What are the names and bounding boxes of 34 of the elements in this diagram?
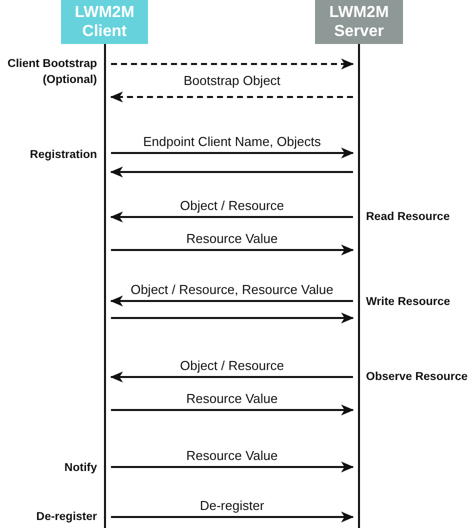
phase-label: Client Bootstrap (Optional)	[6, 57, 97, 88]
phase-label: Notify	[63, 461, 97, 476]
message-arrow	[111, 462, 354, 472]
message-arrow	[111, 244, 354, 256]
message-label: Resource Value	[186, 231, 278, 247]
lifeline	[104, 44, 106, 528]
phase-label: Write Resource	[366, 295, 452, 310]
phase-label: Read Resource	[366, 210, 451, 225]
message-arrow	[111, 58, 354, 70]
message-arrow	[111, 512, 354, 522]
phase-label: Observe Resource	[366, 370, 469, 385]
message-arrow	[110, 296, 353, 306]
message-arrow	[111, 404, 354, 416]
participant-name: LWM2M Client	[74, 3, 136, 41]
phase-label: De-register	[35, 510, 97, 525]
participant-name: LWM2M Server	[328, 3, 390, 41]
message-label: Resource Value	[186, 391, 278, 407]
message-label: Endpoint Client Name, Objects	[143, 134, 321, 150]
message-label: Bootstrap Object	[184, 73, 280, 89]
participant-box	[61, 0, 148, 44]
message-arrow	[110, 92, 353, 102]
message-arrow	[111, 312, 354, 324]
message-arrow	[110, 212, 353, 222]
participant-box	[315, 0, 403, 44]
message-arrow	[110, 166, 353, 178]
message-label: Object / Resource	[180, 198, 284, 214]
message-label: De-register	[200, 498, 264, 514]
message-arrow	[110, 372, 353, 382]
message-arrow	[111, 148, 354, 158]
message-label: Object / Resource	[180, 358, 284, 374]
phase-label: Registration	[28, 148, 97, 163]
lifeline	[358, 44, 360, 528]
message-label: Object / Resource, Resource Value	[130, 282, 334, 298]
message-label: Resource Value	[186, 448, 278, 464]
